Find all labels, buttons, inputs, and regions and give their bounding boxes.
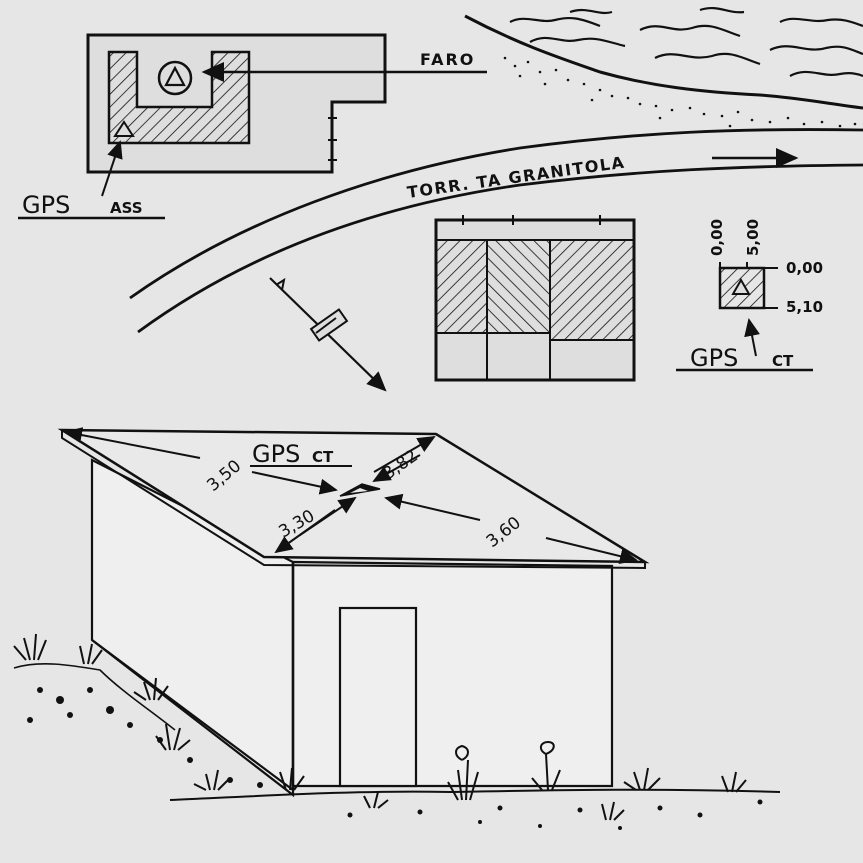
shed-door <box>338 606 418 788</box>
gps-ass-triangle-icon <box>113 120 135 137</box>
lighthouse-marker-icon <box>157 60 193 96</box>
gps-ct-roof-subscript: CT <box>312 448 334 466</box>
faro-label: FARO <box>420 50 475 69</box>
ground-texture <box>27 687 763 830</box>
gps-ct-map-label: GPS <box>690 344 738 372</box>
gps-ct-triangle-icon <box>731 277 751 295</box>
coord-x1: 5,00 <box>744 219 762 256</box>
coord-y0: 0,00 <box>786 259 823 277</box>
gps-ct-location-plan: 0,00 5,00 0,00 5,10 GPS CT <box>676 219 823 372</box>
gps-ass-label: GPS <box>22 191 70 219</box>
building-plan <box>434 215 636 382</box>
coord-x0: 0,00 <box>708 219 726 256</box>
coastline <box>464 6 863 128</box>
lighthouse-site-plan: FARO GPS ASS <box>18 33 487 220</box>
shed-perspective: 3,50 3,82 3,30 3,60 GPS CT <box>57 427 650 798</box>
coord-y1: 5,10 <box>786 298 823 316</box>
vegetation-icon <box>13 633 781 821</box>
gps-ct-roof-label: GPS <box>252 440 300 468</box>
north-arrow-icon <box>269 277 387 392</box>
gps-ct-map-subscript: CT <box>772 352 794 370</box>
gps-ass-subscript: ASS <box>110 199 143 217</box>
